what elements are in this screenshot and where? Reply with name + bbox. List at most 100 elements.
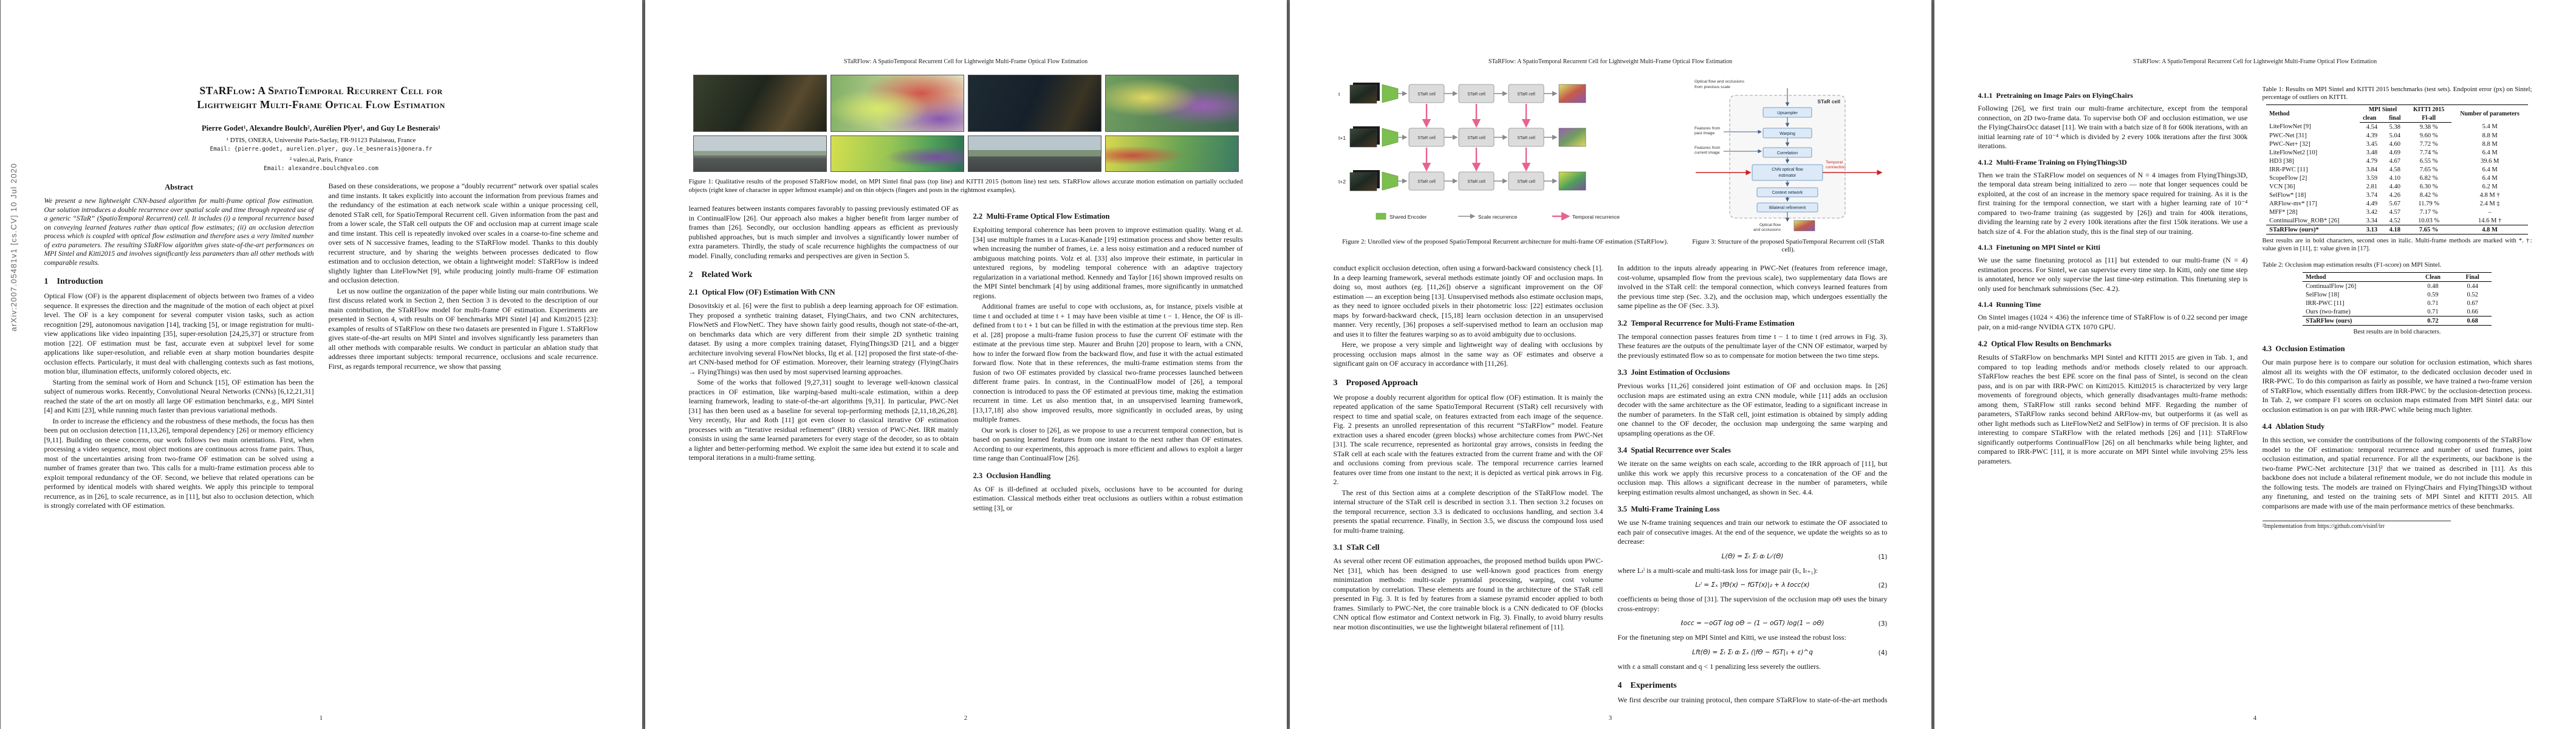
figure1-kitti-flow-a <box>830 135 964 172</box>
flow-output-thumbnail <box>1558 171 1586 191</box>
figure3-cell-label: STaR cell <box>1817 98 1840 104</box>
table-cell: ScopeFlow [2] <box>2269 174 2307 182</box>
features-past-label-line1: Features from <box>1694 126 1721 131</box>
table-cell: 10.03 % <box>2418 217 2440 224</box>
figure2-legend-scale: Scale recurrence <box>1478 214 1518 220</box>
subsubsection-heading: 4.1.1 Pretraining on Image Pairs on Flyi… <box>1978 91 2133 100</box>
subsubsection-heading: 4.1.4 Running Time <box>1978 300 2041 309</box>
table-cell: SelFlow* [18] <box>2269 191 2306 199</box>
table2-caption: Table 2: Occlusion map estimation result… <box>2262 261 2442 269</box>
table-cell: 9.38 % <box>2419 123 2438 131</box>
features-current-label-line1: Features from <box>1694 146 1721 150</box>
page3-column-right: In addition to the inputs already appear… <box>1618 264 1888 705</box>
figure1-sintel-flow-b <box>1105 75 1239 132</box>
page4-column-left: 4.1.1 Pretraining on Image Pairs on Flyi… <box>1978 84 2248 705</box>
figure1-kitti-frame-b <box>967 135 1101 172</box>
figure3-caption: Figure 3: Structure of the proposed Spat… <box>1692 238 1885 253</box>
table-cell: 6.4 M <box>2482 166 2498 173</box>
subsection-heading: 3.4 Spatial Recurrence over Scales <box>1617 446 1731 454</box>
running-head: STaRFlow: A SpatioTemporal Recurrent Cel… <box>1488 58 1733 65</box>
paragraph: Optical Flow (OF) is the apparent displa… <box>44 292 314 375</box>
figure3-input-label-line2: from previous scale <box>1694 85 1730 89</box>
paragraph: coefficients αₗ being those of [31]. The… <box>1617 595 1888 613</box>
paragraph: Starting from the seminal work of Horn a… <box>44 377 314 415</box>
table-cell: STaRFlow (ours)* <box>2266 225 2360 234</box>
figure2-legend-temporal: Temporal recurrence <box>1572 214 1620 220</box>
figure1-row-kitti <box>689 135 1243 172</box>
section-heading: 4 Experiments <box>1617 681 1677 690</box>
table-cell: 4.40 <box>2389 183 2400 190</box>
paragraph: Some of the works that followed [9,27,31… <box>688 378 959 462</box>
table-cell: 4.18 <box>2383 225 2406 234</box>
figure2-diagram: t STaR cell STaR cell STaR cell <box>1338 83 1620 221</box>
temporal-connection-label-line2: connection <box>1826 165 1846 169</box>
table-cell: 7.65 % <box>2419 166 2438 173</box>
page-3: STaRFlow: A SpatioTemporal Recurrent Cel… <box>1289 0 1931 729</box>
table1-header-sintel: MPI Sintel <box>2360 104 2406 114</box>
table-cell: 6.82 % <box>2419 174 2438 182</box>
paragraph: Then we train the STaRFlow model on sequ… <box>1978 170 2248 236</box>
paragraph: where Lₜˡ is a multi-scale and multi-tas… <box>1617 566 1818 575</box>
table-cell: 6.4 M <box>2482 174 2498 182</box>
figure3-output-label-line2: and occlusions <box>1753 228 1781 231</box>
star-cell-label: STaR cell <box>1467 180 1485 184</box>
footnote-implementation-link[interactable]: ²Implementation from https://github.com/… <box>2262 521 2451 530</box>
page-number: 3 <box>1608 715 1612 722</box>
figure-3: STaR cell Optical flow and occlusions fr… <box>1690 75 1888 254</box>
cnn-flow-estimator-label-line1: CNN optical flow <box>1772 168 1804 172</box>
table-cell: 0.71 <box>2427 308 2439 315</box>
figure-2: t STaR cell STaR cell STaR cell <box>1334 75 1677 246</box>
star-cell-label: STaR cell <box>1417 136 1436 140</box>
paragraph: We propose a doubly recurrent algorithm … <box>1333 392 1603 487</box>
paragraph: Exploiting temporal coherence has been p… <box>973 225 1243 300</box>
email-line-1[interactable]: Email: {pierre.godet, aurelien.plyer, gu… <box>210 146 433 152</box>
email-line-2[interactable]: Email: alexandre.boulch@valeo.com <box>264 165 379 172</box>
table-cell: STaRFlow (ours) <box>2303 316 2413 326</box>
table-cell: 3.59 <box>2366 174 2378 182</box>
encoder-block <box>1382 84 1398 103</box>
features-past-label-line2: past image <box>1694 131 1714 135</box>
subsection-heading: 2.2 Multi-Frame Optical Flow Estimation <box>973 212 1110 221</box>
paragraph: The temporal connection passes features … <box>1617 332 1888 360</box>
table-cell: 4.58 <box>2389 166 2400 173</box>
flow-output-thumbnail <box>1558 128 1586 147</box>
page-number: 2 <box>964 715 968 722</box>
subsubsection-heading: 4.1.2 Multi-Frame Training on FlyingThin… <box>1978 157 2127 166</box>
affiliation-1: ¹ DTIS, ONERA, Université Paris-Saclay, … <box>226 137 416 144</box>
paragraph: In order to increase the efficiency and … <box>44 416 314 510</box>
warping-label: Warping <box>1780 132 1795 136</box>
table-cell: – <box>2488 208 2492 216</box>
encoder-block <box>1382 171 1398 191</box>
table-cell: SelFlow [18] <box>2306 291 2340 298</box>
table-cell: ContinualFlow [26] <box>2306 282 2357 290</box>
table-cell: VCN [36] <box>2269 183 2295 190</box>
table-cell: 0.68 <box>2453 316 2492 326</box>
paragraph: As several other recent OF estimation ap… <box>1333 556 1603 631</box>
section-heading: 1 Introduction <box>44 277 103 286</box>
legend-encoder-swatch <box>1375 213 1386 220</box>
paragraph: Previous works [11,26] considered joint … <box>1617 382 1888 437</box>
paragraph: We first describe our training protocol,… <box>1617 696 1888 704</box>
table2-header-clean: Clean <box>2412 272 2454 282</box>
table-cell: ContinualFlow_ROB* [26] <box>2269 217 2340 224</box>
table-cell: 3.34 <box>2366 217 2378 224</box>
paragraph: Dosovitskiy et al. [6] were the first to… <box>688 301 959 376</box>
paragraph: Additional frames are useful to cope wit… <box>973 302 1243 423</box>
table-cell: LiteFlowNet2 [10] <box>2269 149 2318 156</box>
paragraph: In addition to the inputs already appear… <box>1617 264 1888 310</box>
figure2-caption: Figure 2: Unrolled view of the proposed … <box>1342 238 1668 245</box>
figure1-kitti-frame-a <box>693 135 827 172</box>
context-network-label: Context network <box>1772 191 1803 195</box>
table-cell: ARFlow-mv* [17] <box>2269 200 2317 207</box>
figure1-row-sintel <box>689 75 1243 132</box>
cnn-flow-estimator-label-line2: estimator <box>1778 174 1796 178</box>
table-cell: 5.38 <box>2389 123 2400 131</box>
subsection-heading: 4.3 Occlusion Estimation <box>2262 344 2345 353</box>
authors-line: Pierre Godet¹, Alexandre Boulch², Auréli… <box>202 124 440 132</box>
